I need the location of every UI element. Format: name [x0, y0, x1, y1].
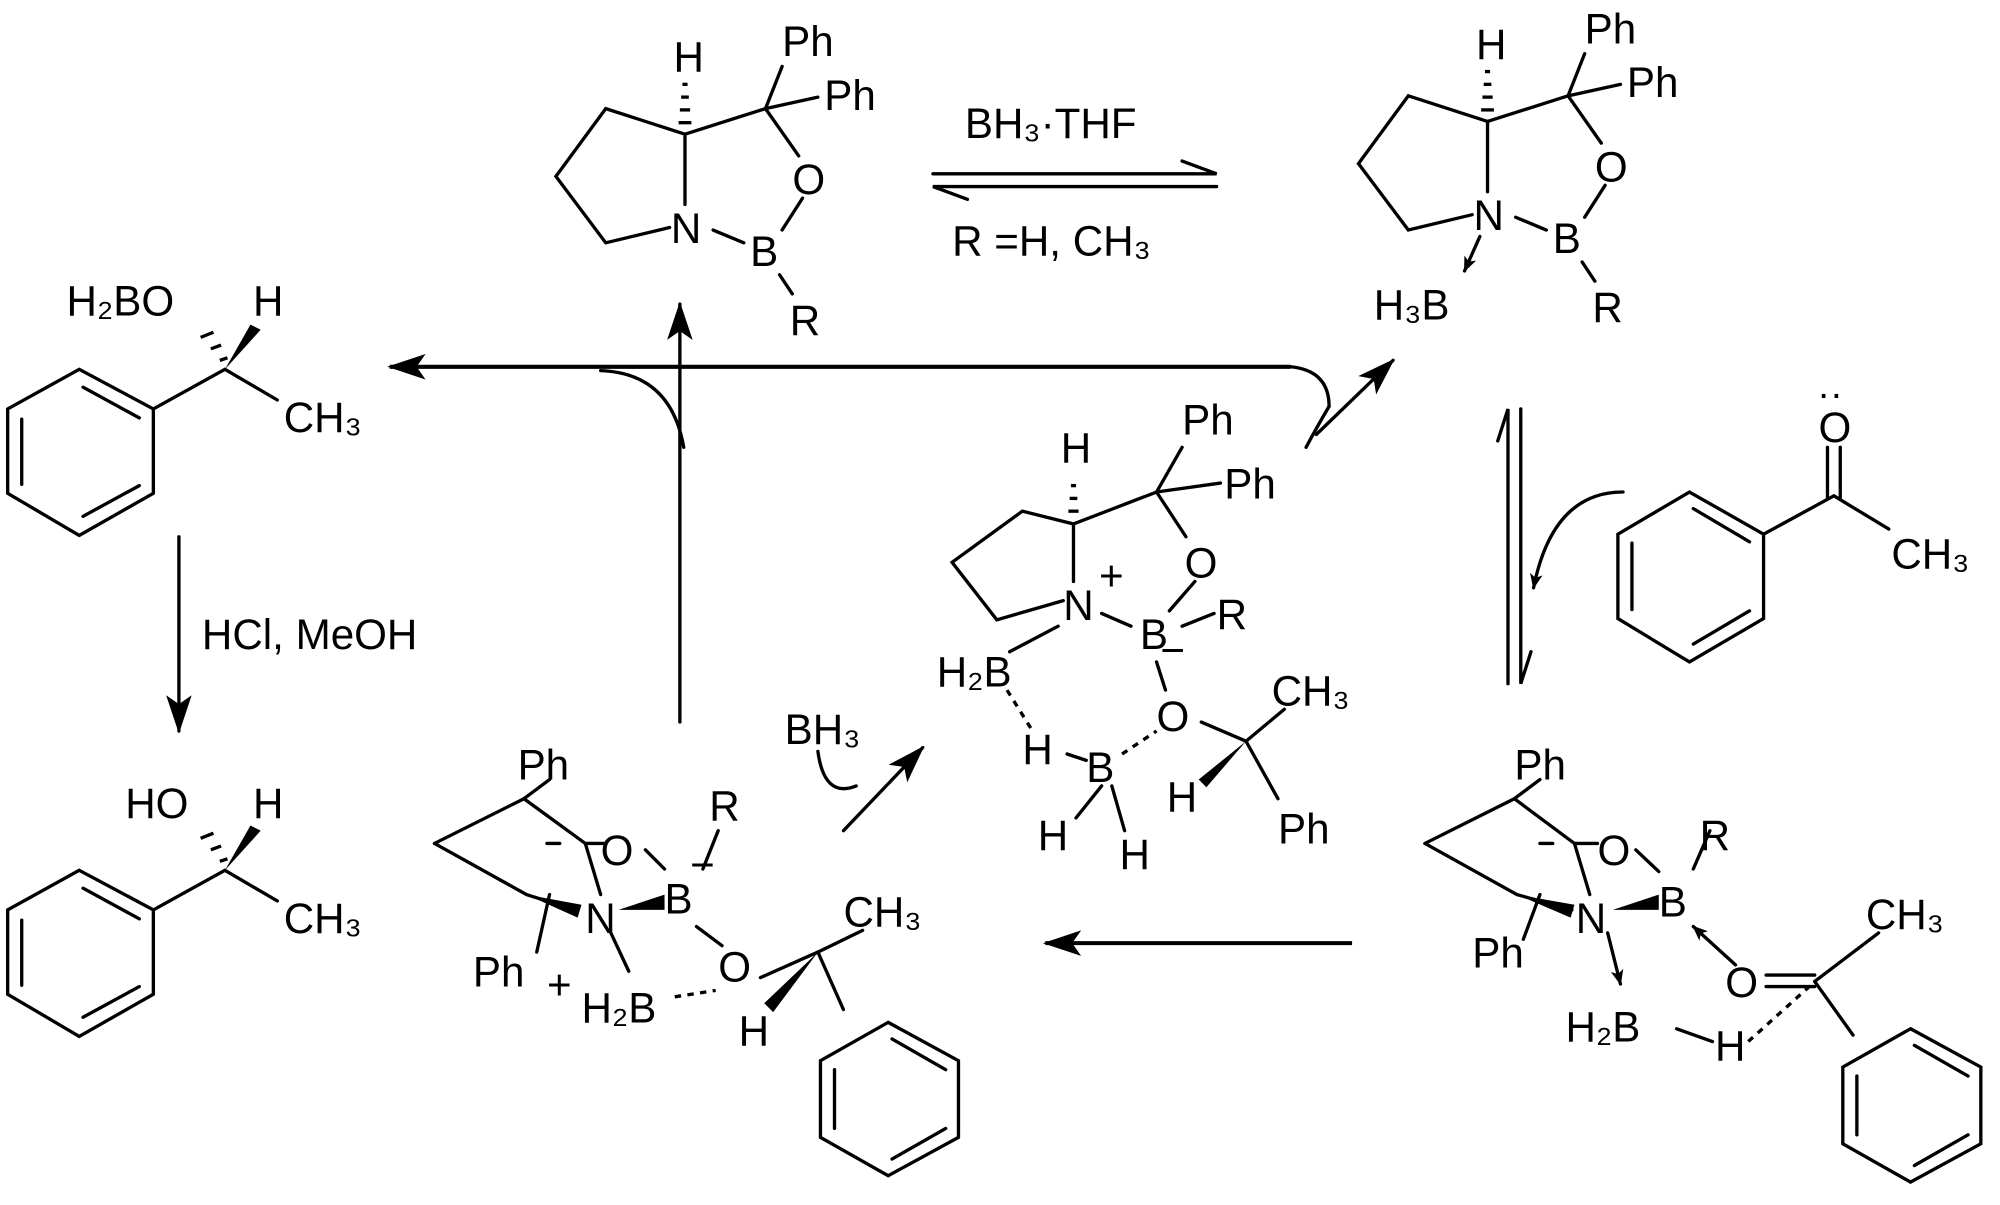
hydride-label: H	[1038, 812, 1068, 859]
hydride-label: H	[1715, 1023, 1745, 1070]
nitrogen-label: N	[1063, 582, 1093, 629]
ketone-binding-equilibrium	[1496, 407, 1625, 686]
r-group-label: R	[1217, 591, 1247, 638]
condition-label: R =H, CH₃	[952, 218, 1151, 265]
borane-coordination-arrow	[1304, 358, 1395, 449]
product-complex: Ph Ph + O B − R N H₂B O CH₃ H	[432, 742, 961, 1178]
hydride-transfer-complex: H Ph Ph O N + B − R H₂B H B O CH₃ H Ph H…	[937, 397, 1350, 879]
catalyst-borane-bonds	[1356, 52, 1623, 283]
phenyl-label: Ph	[824, 72, 876, 119]
hydroxyl-label: HO	[125, 780, 188, 827]
methyl-label: CH₃	[1866, 891, 1944, 938]
methyl-label: CH₃	[1891, 531, 1969, 578]
boron-label: B	[1553, 215, 1581, 262]
phenyl-label: Ph	[1585, 5, 1637, 52]
r-group-label: R	[1700, 812, 1730, 859]
nitrogen-label: N	[1576, 895, 1606, 942]
boron-label: B	[1140, 611, 1168, 658]
h2bo-label: H₂BO	[66, 278, 174, 325]
oxygen-label: O	[792, 156, 825, 203]
phenyl-label: Ph	[1182, 397, 1234, 444]
stereo-h-label: H	[253, 278, 283, 325]
phenyl-label: Ph	[1278, 805, 1330, 852]
bridging-hydride-label: H	[1022, 726, 1052, 773]
ketone-complex-bonds	[1423, 777, 1983, 1185]
h2b-label: H₂B	[1565, 1004, 1640, 1051]
lone-pair-dots: ··	[1817, 372, 1843, 415]
positive-charge: +	[547, 961, 572, 1008]
phenyl-label: Ph	[1627, 59, 1679, 106]
boron-label: B	[1659, 878, 1687, 925]
h2b-label: H₂B	[937, 648, 1012, 695]
negative-charge: −	[690, 841, 715, 888]
oxygen-label: O	[601, 827, 634, 874]
stereo-h-label: H	[1476, 21, 1506, 68]
catalyst-bonds	[553, 64, 820, 296]
stereo-h-label: H	[739, 1007, 769, 1054]
acetophenone-bonds	[1616, 445, 1891, 664]
boron-label: B	[1086, 744, 1114, 791]
ketone-catalyst-complex: Ph Ph O R B N H₂B H O CH₃	[1423, 742, 1983, 1185]
r-group-label: R	[709, 782, 739, 829]
equilibrium-arrows-top	[931, 159, 1219, 202]
phenyl-label: Ph	[473, 949, 525, 996]
nitrogen-label: N	[671, 205, 701, 252]
stereo-h-label: H	[1061, 425, 1091, 472]
oxazaborolidine-catalyst: H Ph Ph O N B R	[553, 18, 876, 344]
acetophenone: O ·· CH₃	[1616, 372, 1969, 664]
hydrolysis-reagent-label: HCl, MeOH	[202, 611, 417, 658]
positive-charge: +	[1099, 552, 1124, 599]
phenyl-label: Ph	[1224, 460, 1276, 507]
borate-product: H₂BO H CH₃	[6, 278, 362, 538]
stereo-h-label: H	[673, 34, 703, 81]
phenyl-label: Ph	[1514, 742, 1566, 789]
carbonyl-oxygen-label: O	[1819, 404, 1852, 451]
alkoxide-oxygen-label: O	[718, 943, 751, 990]
r-group-label: R	[1592, 284, 1622, 331]
bh3-label: BH₃	[785, 706, 861, 753]
phenyl-label: Ph	[518, 742, 570, 789]
methyl-label: CH₃	[843, 889, 921, 936]
r-group-label: R	[790, 297, 820, 344]
nitrogen-label: N	[1473, 192, 1503, 239]
bh3-addition-arrow	[816, 745, 925, 833]
reagent-label: BH₃·THF	[965, 100, 1137, 147]
stereo-h-label: H	[1167, 774, 1197, 821]
oxygen-label: O	[1185, 540, 1218, 587]
alcohol-product: HO H CH₃	[6, 780, 362, 1039]
complex-bonds	[949, 445, 1287, 833]
catalyst-borane-complex: H Ph Ph O N B R H₃B	[1356, 5, 1679, 331]
negative-charge: −	[1160, 627, 1185, 674]
methyl-label: CH₃	[1272, 667, 1350, 714]
hydride-label: H	[1119, 831, 1149, 878]
carbonyl-oxygen-label: O	[1725, 959, 1758, 1006]
phenyl-label: Ph	[1472, 929, 1524, 976]
borane-label: H₃B	[1374, 281, 1450, 328]
oxygen-label: O	[1595, 143, 1628, 190]
boron-label: B	[750, 228, 778, 275]
nitrogen-label: N	[585, 895, 615, 942]
alkoxide-oxygen-label: O	[1157, 693, 1190, 740]
phenyl-label: Ph	[782, 18, 834, 65]
oxygen-label: O	[1597, 827, 1630, 874]
methyl-label: CH₃	[284, 394, 362, 441]
alcohol-bonds	[6, 825, 279, 1039]
methyl-label: CH₃	[284, 895, 362, 942]
borate-bonds	[6, 324, 279, 538]
stereo-h-label: H	[253, 780, 283, 827]
h2b-label: H₂B	[581, 984, 656, 1031]
boron-label: B	[665, 876, 693, 923]
